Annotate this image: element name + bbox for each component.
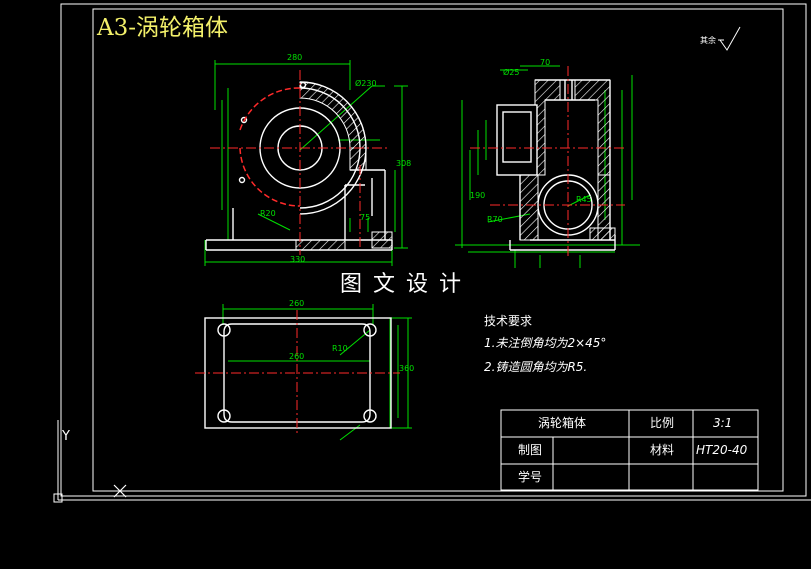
tech-requirement-item: 1.未注倒角均为2×45° <box>484 336 607 350</box>
title-block-grid <box>500 409 759 491</box>
dim-top-260-upper: 260 <box>289 299 305 308</box>
dim-top-r10: R10 <box>332 344 348 353</box>
dim-top-360: 360 <box>399 364 415 373</box>
dim-front-diameter: Ø230 <box>355 79 377 88</box>
surface-finish-label: 其余 <box>700 36 716 45</box>
title-block-part-name: 涡轮箱体 <box>538 416 587 430</box>
title-block-student-no-label: 学号 <box>518 470 543 484</box>
dim-front-width-bottom: 330 <box>290 255 306 264</box>
drawing-title: A3-涡轮箱体 <box>97 15 229 41</box>
dim-top-260-mid: 260 <box>289 352 305 361</box>
tech-requirements-heading: 技术要求 <box>484 314 533 328</box>
sheet-inner-frame <box>92 8 784 492</box>
dim-front-75: 75 <box>360 213 371 222</box>
watermark-text: 图 文 设 计 <box>340 272 463 297</box>
ucs-y-label: Y <box>62 429 70 444</box>
dim-side-r70: R70 <box>487 215 503 224</box>
title-block-scale-label: 比例 <box>650 416 675 430</box>
title-block-scale-value: 3:1 <box>713 416 733 430</box>
ucs-icon <box>53 420 811 503</box>
front-view <box>204 60 408 266</box>
dim-side-r45: R45 <box>576 195 592 204</box>
dim-side-25: Ø25 <box>503 68 520 77</box>
title-block-drawn-label: 制图 <box>518 443 543 457</box>
tech-requirement-item: 2.铸造圆角均为R5. <box>484 360 588 374</box>
side-view <box>455 65 640 268</box>
dim-side-70: 70 <box>540 58 551 67</box>
dim-front-height: 308 <box>396 159 412 168</box>
crosshair-cursor-icon[interactable] <box>113 484 127 498</box>
surface-finish-symbol-icon <box>718 26 741 51</box>
title-block-material-value: HT20-40 <box>696 443 748 457</box>
dim-side-190: 190 <box>470 191 486 200</box>
dim-front-r20: R20 <box>260 209 276 218</box>
top-view <box>195 304 412 441</box>
sheet-outer-border <box>60 3 807 497</box>
dim-front-width-top: 280 <box>287 53 303 62</box>
title-block-material-label: 材料 <box>650 443 675 457</box>
